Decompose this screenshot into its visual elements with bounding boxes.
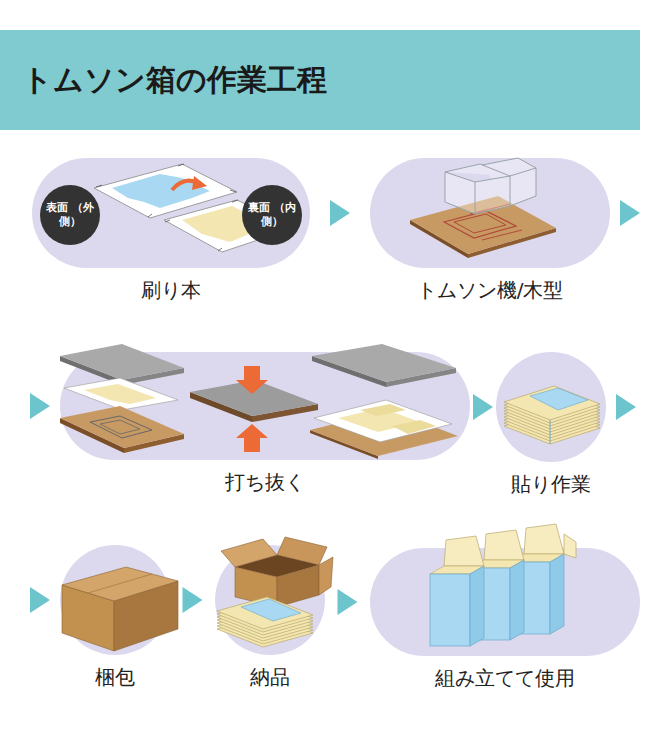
printed-sheets-part bbox=[165, 200, 238, 251]
step-label: 貼り作業 bbox=[511, 472, 591, 496]
step-label: 納品 bbox=[250, 665, 290, 689]
cardboard-box bbox=[60, 545, 170, 655]
assembled-boxes-part bbox=[430, 536, 484, 646]
delivery-box-part bbox=[217, 597, 313, 629]
printed-sheets-part bbox=[112, 174, 210, 208]
cardboard-box-part bbox=[62, 567, 178, 601]
glued-stack-part bbox=[530, 388, 588, 410]
step-panel: トムソン機/木型 bbox=[370, 158, 610, 268]
die-board-part bbox=[445, 158, 536, 214]
assembled-boxes-part bbox=[550, 554, 564, 634]
flow-arrowhead bbox=[330, 200, 350, 226]
flow-connector bbox=[325, 589, 370, 615]
step-label-row: 梱包 bbox=[20, 665, 210, 689]
delivery-box-part bbox=[319, 557, 333, 595]
step-panel: 納品 bbox=[215, 545, 325, 655]
step-panel: 組み立てて使用 bbox=[370, 548, 640, 656]
step-panel: 打ち抜く bbox=[60, 352, 470, 460]
badge-text: 表面 （外側） bbox=[46, 201, 94, 229]
badge-text: 裏面 （内側） bbox=[248, 201, 296, 229]
step-label: トムソン機/木型 bbox=[417, 278, 564, 302]
die-cutting-part bbox=[312, 344, 456, 382]
step-label: 打ち抜く bbox=[225, 470, 305, 494]
cardboard-box-part bbox=[88, 574, 152, 593]
assembled-boxes-part bbox=[430, 574, 470, 646]
title-band: トムソン箱の作業工程 bbox=[0, 30, 640, 130]
flow-arrowhead bbox=[30, 587, 50, 613]
step-label-row: 組み立てて使用 bbox=[330, 666, 670, 690]
printed-sheets-part bbox=[192, 176, 207, 190]
step-label: 組み立てて使用 bbox=[435, 666, 575, 690]
glued-stack-part bbox=[550, 420, 551, 444]
die-cutting-part bbox=[64, 378, 178, 410]
page-title: トムソン箱の作業工程 bbox=[22, 30, 327, 130]
assembled-boxes-part bbox=[444, 536, 484, 566]
die-cutting-part bbox=[100, 420, 140, 434]
flow-arrowhead bbox=[620, 200, 640, 226]
assembled-boxes bbox=[370, 548, 640, 656]
die-cutting-part bbox=[314, 400, 452, 442]
flow-arrowhead bbox=[338, 589, 358, 615]
glued-stack-part bbox=[504, 386, 600, 420]
assembled-boxes-part bbox=[470, 566, 484, 646]
die-board bbox=[370, 158, 610, 268]
step-label-row: 打ち抜く bbox=[20, 470, 510, 494]
die-cutting-part bbox=[60, 344, 184, 380]
step-label-row: 貼り作業 bbox=[456, 472, 646, 496]
die-cutting bbox=[60, 352, 470, 460]
assembled-boxes-part bbox=[564, 534, 576, 558]
flow-connector bbox=[470, 394, 496, 420]
step-label-row: 刷り本 bbox=[0, 278, 350, 302]
delivery-box-part bbox=[241, 599, 301, 621]
delivery-box-part bbox=[221, 539, 277, 567]
step-label: 刷り本 bbox=[141, 278, 201, 302]
step-panel: 梱包 bbox=[60, 545, 170, 655]
glued-stack bbox=[496, 352, 606, 462]
die-cutting-part bbox=[60, 406, 184, 448]
die-cutting-part bbox=[84, 384, 156, 404]
step-panel: 刷り本表面 （外側）裏面 （内側） bbox=[32, 158, 310, 268]
assembled-boxes-part bbox=[524, 524, 564, 554]
assembled-boxes-part bbox=[484, 530, 524, 560]
flow-arrowhead bbox=[30, 393, 50, 419]
die-cutting-part bbox=[90, 416, 152, 438]
step-panel: 貼り作業 bbox=[496, 352, 606, 462]
side-badge: 裏面 （内側） bbox=[242, 185, 302, 245]
flow-arrowhead bbox=[616, 394, 636, 420]
step-label-row: トムソン機/木型 bbox=[330, 278, 650, 302]
assembled-boxes-part bbox=[510, 560, 524, 640]
die-board-part bbox=[454, 214, 506, 233]
die-cutting-part bbox=[236, 366, 268, 394]
delivery-box-part bbox=[277, 565, 319, 607]
flow-connector bbox=[310, 200, 370, 226]
die-cutting-part bbox=[360, 404, 406, 416]
die-cutting-part bbox=[392, 420, 436, 434]
side-badge: 表面 （外側） bbox=[40, 185, 100, 245]
die-cutting-part bbox=[236, 424, 268, 452]
flow-arrowhead bbox=[473, 394, 493, 420]
flow-arrowhead bbox=[183, 587, 203, 613]
delivery-box bbox=[215, 545, 325, 655]
step-label: 梱包 bbox=[95, 665, 135, 689]
step-label-row: 納品 bbox=[175, 665, 365, 689]
